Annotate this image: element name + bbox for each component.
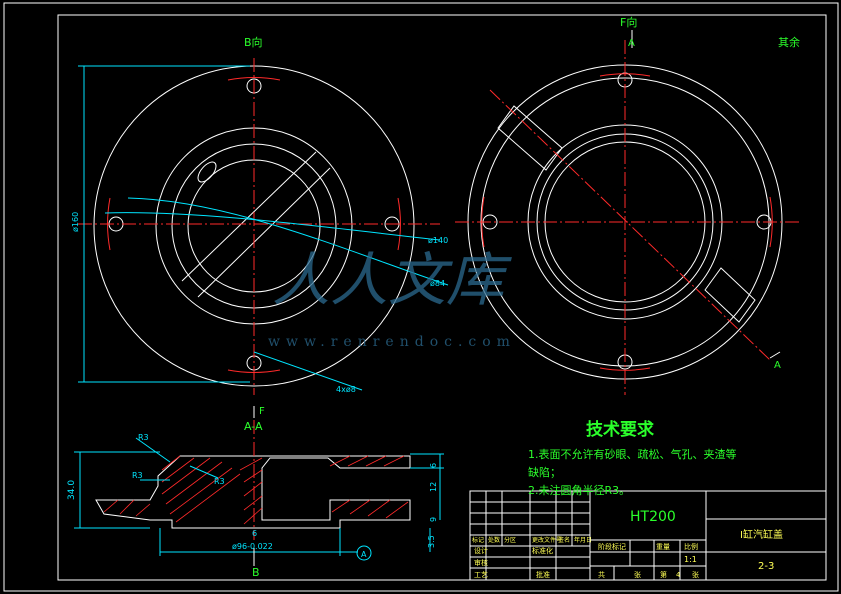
design-label: 设计	[474, 546, 488, 555]
right-rib-upper-left	[497, 105, 563, 171]
section-view	[74, 406, 444, 566]
dim-bore: ø96-0.022	[232, 542, 273, 551]
weight-label: 重量	[656, 543, 670, 551]
material-label: HT200	[630, 509, 676, 525]
dim-r3-mid: R3	[132, 471, 143, 480]
inner-frame	[57, 14, 827, 581]
tech-req-title: 技术要求	[586, 419, 654, 440]
total-value: 张	[634, 570, 641, 579]
dim-34: 34.0	[67, 480, 77, 500]
dim-phi160: ø160	[71, 212, 80, 232]
dim-r3-right: R3	[214, 477, 225, 486]
left-pcd-arc-right	[397, 197, 401, 251]
dim-6: 6	[429, 463, 438, 468]
section-label: A-A	[244, 420, 263, 433]
title-block	[469, 490, 827, 581]
approve-label: 批准	[536, 570, 550, 579]
dim-phi140: ø140	[428, 236, 448, 245]
datum-a-label: A	[361, 550, 367, 559]
watermark-url: www.renrendoc.com	[268, 334, 516, 350]
dim-holes-leader	[253, 351, 363, 391]
dim-6b: 6	[252, 529, 257, 538]
left-oval-slot	[197, 161, 217, 183]
dim-140-leader	[104, 212, 441, 241]
watermark-logo: 人人文库	[272, 246, 512, 314]
left-pcd-arc-bottom	[227, 369, 281, 373]
left-view	[78, 58, 449, 395]
scale-value: 1:1	[684, 555, 697, 564]
zones-label: 处数	[488, 536, 500, 544]
process-label: 工艺	[474, 571, 488, 579]
sign-label: 签名	[558, 536, 570, 544]
dim-3-5: 3.5	[427, 535, 436, 548]
datum-a-circle	[356, 545, 372, 561]
outer-frame	[3, 2, 839, 592]
dim-84-leader	[127, 197, 449, 286]
date-label: 年月日	[574, 536, 592, 544]
review-label: 审核	[474, 558, 488, 567]
dim-12: 12	[429, 482, 438, 492]
dim-holes: 4xø8	[336, 385, 356, 394]
tech-req-line2: 2.未注圆角半径R3。	[528, 483, 630, 497]
total-label: 共	[598, 570, 605, 579]
right-section-marker: A	[628, 38, 635, 49]
f-arrow-label: F	[259, 406, 265, 417]
right-section-line	[489, 89, 771, 361]
page-label: 第	[660, 570, 667, 579]
tech-req-line1: 1.表面不允许有砂眼、疏松、气孔、夹渣等	[528, 447, 737, 461]
right-view-label: F向	[620, 15, 637, 29]
right-section-marker-bottom: A	[774, 360, 781, 371]
division-label: 分区	[504, 536, 516, 544]
standard-label: 标准化	[532, 546, 553, 555]
stage-label: 阶段标记	[598, 542, 626, 551]
change-label: 更改文件号	[532, 536, 562, 544]
left-rib-edge-1	[181, 151, 317, 282]
bottom-label: B	[252, 566, 260, 579]
dim-r3-top: R3	[138, 433, 149, 442]
left-pcd-arc-top	[227, 77, 281, 81]
left-pcd-arc-left	[107, 197, 111, 251]
remaining-label: 其余	[778, 35, 800, 49]
right-view	[455, 30, 800, 395]
part-name: I缸汽缸盖	[740, 528, 783, 541]
left-view-label: B向	[244, 35, 263, 49]
drawing-no: 2-3	[758, 561, 774, 572]
left-rib-edge-2	[197, 167, 331, 298]
tech-req-line1b: 缺陷；	[528, 465, 561, 479]
section-hatch	[103, 455, 409, 525]
scale-label: 比例	[684, 542, 698, 551]
right-rib-lower-right	[704, 267, 756, 323]
mark-label: 标记	[472, 536, 484, 544]
dim-phi84: ø84	[430, 279, 445, 288]
page-value: 4	[676, 571, 681, 579]
page-unit: 张	[692, 570, 699, 579]
section-outline	[95, 455, 411, 529]
dim-9: 9	[429, 517, 438, 522]
